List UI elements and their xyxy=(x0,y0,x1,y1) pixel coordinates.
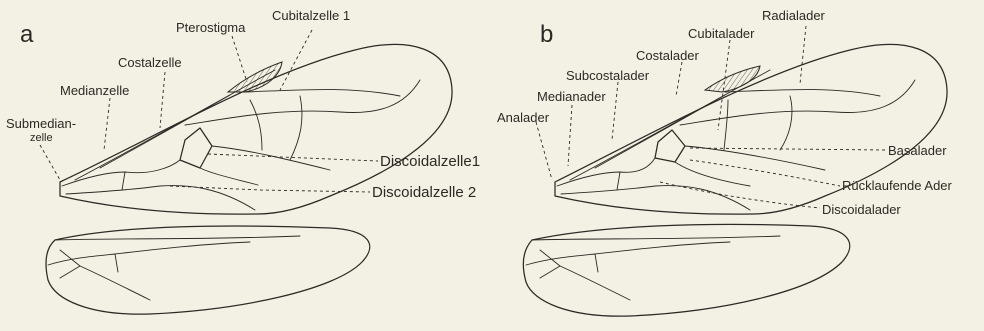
label-discoidalzelle1: Discoidalzelle1 xyxy=(380,153,480,170)
cross-vein-a2 xyxy=(290,96,302,160)
label-radialader: Radialader xyxy=(762,8,826,23)
label-medianzelle: Medianzelle xyxy=(60,83,129,98)
label-submedianzelle-line2: zelle xyxy=(30,132,53,144)
cross-vein-b1 xyxy=(724,100,728,150)
leader-costalzelle xyxy=(160,72,165,128)
hindwing-b-costa xyxy=(532,236,780,240)
hindwing-a-cell xyxy=(60,250,80,278)
panel-b-letter: b xyxy=(540,21,553,48)
discoidal-cell-1-b xyxy=(655,130,685,162)
leader-discoidalzelle2 xyxy=(170,186,370,192)
panel-a-letter: a xyxy=(20,21,34,48)
panel-a: a Pterostigm xyxy=(6,8,480,314)
label-submedianzelle-line1: Submedian- xyxy=(6,116,76,131)
leader-medianader xyxy=(568,105,572,166)
leader-subcostalader xyxy=(612,82,618,140)
leader-submedianzelle xyxy=(40,145,60,180)
label-medianader: Medianader xyxy=(537,89,606,104)
label-cubitalzelle1: Cubitalzelle 1 xyxy=(272,8,350,23)
hindwing-a-costa xyxy=(55,236,300,240)
cross-vein-b3 xyxy=(617,172,620,190)
leader-radialader xyxy=(800,26,806,84)
anal-vein-a xyxy=(66,186,255,210)
cross-vein-a3 xyxy=(122,172,125,190)
hindwing-b-cell xyxy=(540,250,560,278)
hindwing-a-vein3 xyxy=(115,254,118,272)
hindwing-a-vein1 xyxy=(48,242,250,265)
label-pterostigma: Pterostigma xyxy=(176,20,246,35)
leader-medianzelle xyxy=(104,98,110,150)
label-costalzelle: Costalzelle xyxy=(118,55,182,70)
hindwing-b-vein3 xyxy=(595,254,598,272)
label-ruecklaufende-ader: Rücklaufende Ader xyxy=(842,178,953,193)
label-cubitalader: Cubitalader xyxy=(688,26,755,41)
leader-costalader xyxy=(676,62,682,96)
cross-vein-b2 xyxy=(780,96,792,150)
leader-analader xyxy=(536,122,552,180)
label-basalader: Basalader xyxy=(888,143,947,158)
leader-ruecklaufende-ader xyxy=(690,160,840,186)
label-analader: Analader xyxy=(497,110,550,125)
label-discoidalzelle2: Discoidalzelle 2 xyxy=(372,184,476,201)
anal-vein-b xyxy=(561,186,750,210)
discoidal-cell-1-a xyxy=(180,128,212,168)
radial-vein-b xyxy=(725,90,880,97)
label-subcostalader: Subcostalader xyxy=(566,68,650,83)
pterostigma-b xyxy=(705,66,760,92)
cross-vein-a1 xyxy=(250,100,262,150)
panel-b: b Radialader Cubitalade xyxy=(497,8,953,316)
subcostal-vein-a xyxy=(100,95,230,168)
label-costalader: Costalader xyxy=(636,48,700,63)
subcostal-vein-b xyxy=(595,95,725,168)
hindwing-a-vein2 xyxy=(80,266,150,300)
pterostigma-a xyxy=(228,62,282,92)
hindwing-b-vein1 xyxy=(526,242,730,265)
leader-pterostigma xyxy=(232,36,247,82)
leader-cubitalzelle1 xyxy=(280,30,312,90)
label-discoidalader: Discoidalader xyxy=(822,202,901,217)
radial-vein-a xyxy=(245,90,400,97)
cross-vein-a4 xyxy=(200,168,258,185)
cross-vein-b4 xyxy=(675,162,750,186)
leader-discoidalzelle1 xyxy=(208,154,378,161)
hindwing-b-vein2 xyxy=(560,266,630,300)
